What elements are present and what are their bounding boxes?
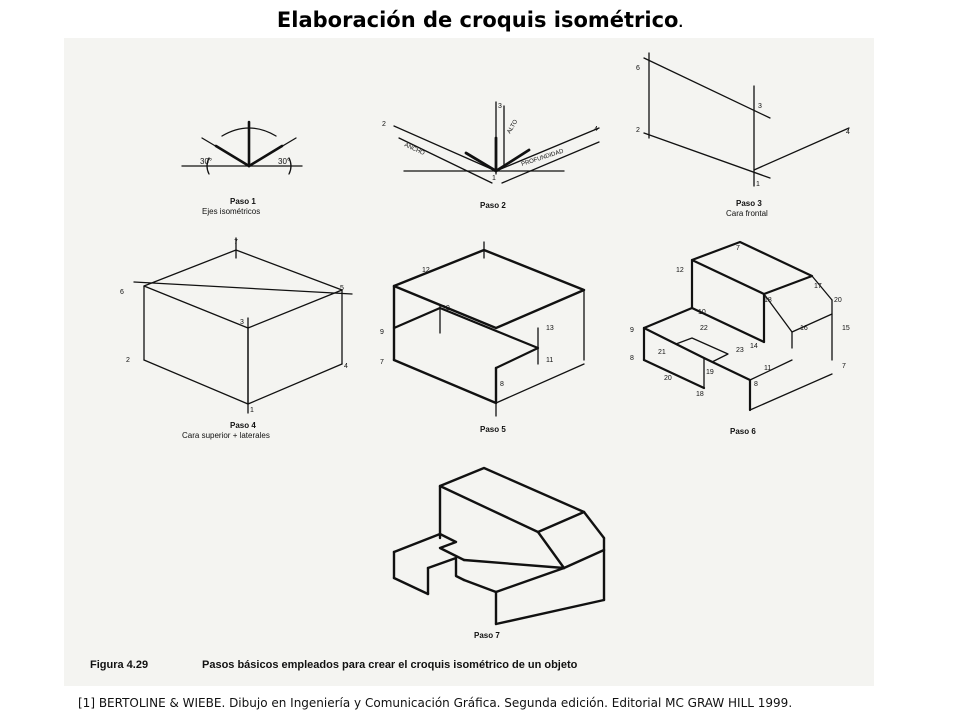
figure-caption-number: Figura 4.29: [90, 659, 148, 671]
step4-sublabel: Cara superior + laterales: [182, 431, 270, 440]
step5-pt-13: 13: [546, 325, 554, 332]
step6-pt-11: 11: [764, 365, 771, 372]
step1-sublabel: Ejes isométricos: [202, 207, 260, 216]
step6-pt-14: 14: [750, 343, 758, 350]
step2-pt-2: 2: [382, 121, 386, 128]
step5-pt-10: 10: [442, 305, 450, 312]
step3-front-face: 6 2 3 4 1: [636, 52, 850, 188]
step5-stepped-block: 12 10 9 7 13 11 8: [380, 241, 586, 417]
step6-pt-2: 8: [630, 355, 634, 362]
isometric-steps-figure: 30° 30° Paso 1 Ejes isométricos 3 2 4 1 …: [90, 52, 850, 671]
step4-pt-3: 3: [240, 319, 244, 326]
step6-pt-17: 17: [814, 283, 822, 290]
step7-label: Paso 7: [474, 631, 500, 640]
step6-pt-22: 22: [700, 325, 708, 332]
slide-title-text: Elaboración de croquis isométrico: [276, 8, 679, 32]
step5-pt-12: 12: [422, 267, 430, 274]
step6-pt-9: 9: [630, 327, 634, 334]
step6-pt-10: 10: [698, 309, 706, 316]
step4-pt-6: 6: [120, 289, 124, 296]
step2-pt-4: 4: [594, 126, 598, 133]
step2-pt-1: 1: [492, 175, 496, 182]
step6-pt-7: 7: [736, 245, 740, 252]
step4-label: Paso 4: [230, 421, 256, 430]
step6-notched-object: 12 7 17 20 18 10 16 15 9 22 21 23 14 8 2…: [630, 240, 850, 412]
step2-ancho-label: ANCHO: [403, 142, 425, 157]
step6-pt-18b: 18: [696, 391, 704, 398]
step2-pt-3: 3: [498, 103, 502, 110]
textbook-figure-scan: 30° 30° Paso 1 Ejes isométricos 3 2 4 1 …: [64, 38, 874, 686]
step1-label: Paso 1: [230, 197, 256, 206]
citation: [1] BERTOLINE & WIEBE. Dibujo en Ingenie…: [78, 696, 793, 710]
step7-final-object: [392, 466, 606, 626]
step2-dimension-axes: 3 2 4 1 ALTO ANCHO PROFUNDIDAD: [382, 101, 600, 184]
step1-angle-right: 30°: [278, 157, 290, 166]
step3-pt-1: 1: [756, 181, 760, 188]
step6-pt-12: 12: [676, 267, 684, 274]
step6-pt-16: 16: [800, 325, 808, 332]
step5-pt-11: 11: [546, 357, 553, 364]
step4-pt-1: 1: [250, 407, 254, 414]
step3-pt-3: 3: [758, 103, 762, 110]
step1-angle-left: 30°: [200, 157, 212, 166]
slide-title-dot: .: [678, 16, 684, 30]
step6-pt-18: 18: [764, 297, 772, 304]
step3-label: Paso 3: [736, 199, 762, 208]
step6-label: Paso 6: [730, 427, 756, 436]
step4-box: 7 6 5 3 2 4 1: [120, 237, 353, 414]
step5-pt-7: 7: [380, 359, 384, 366]
step5-label: Paso 5: [480, 425, 506, 434]
step2-alto-label: ALTO: [507, 119, 520, 135]
figure-caption-text: Pasos básicos empleados para crear el cr…: [202, 659, 578, 671]
step3-pt-4: 4: [846, 129, 850, 136]
step4-pt-2: 2: [126, 357, 130, 364]
step6-pt-19: 19: [706, 369, 714, 376]
step4-pt-4: 4: [344, 363, 348, 370]
step3-sublabel: Cara frontal: [726, 209, 768, 218]
step4-pt-7: 7: [234, 239, 238, 246]
step3-pt-2: 2: [636, 127, 640, 134]
step6-pt-23: 23: [736, 347, 744, 354]
step6-pt-4: 7: [842, 363, 846, 370]
slide-title: Elaboración de croquis isométrico.: [0, 8, 960, 32]
step6-pt-15: 15: [842, 325, 850, 332]
step6-pt-20: 20: [664, 375, 672, 382]
step6-pt-21: 21: [658, 349, 666, 356]
step5-pt-9: 9: [380, 329, 384, 336]
step2-label: Paso 2: [480, 201, 506, 210]
step6-pt-6: 20: [834, 297, 842, 304]
step1-isometric-axes: 30° 30°: [181, 120, 303, 175]
step3-pt-6: 6: [636, 65, 640, 72]
step5-pt-8: 8: [500, 381, 504, 388]
step4-pt-5: 5: [340, 285, 344, 292]
step6-pt-8: 8: [754, 381, 758, 388]
